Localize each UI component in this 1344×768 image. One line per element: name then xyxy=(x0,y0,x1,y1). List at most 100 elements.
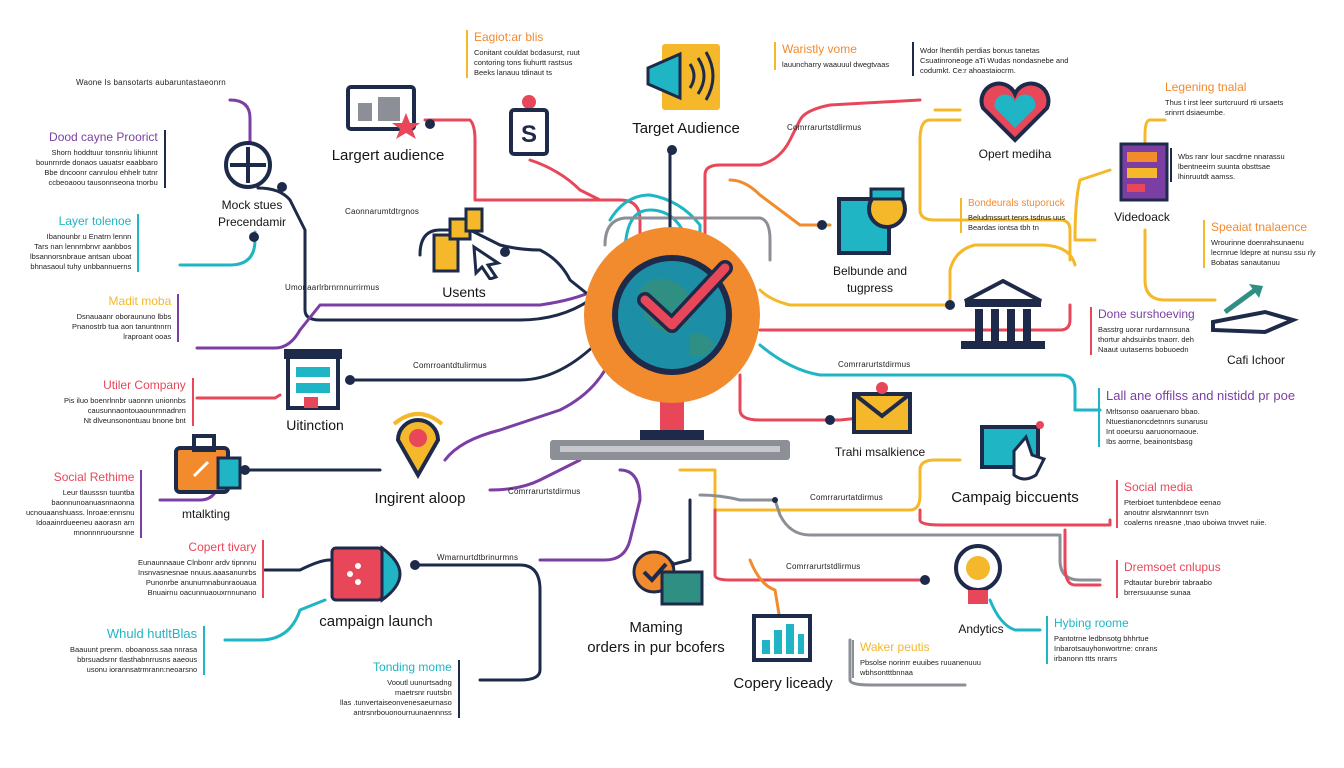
node-opert-mediha: Opert mediha xyxy=(978,147,1052,161)
callout-title: Waristly vome xyxy=(782,42,857,56)
crosshair-target-icon xyxy=(224,141,272,189)
node-campaign-launch: campaign launch xyxy=(319,613,433,630)
node-analytics: Andytics xyxy=(958,622,1004,636)
callout-body: lauuncharry waauuul dwegtvaas xyxy=(782,60,890,69)
office-building-icon xyxy=(284,349,342,410)
callout-layer: Layer tolenoe Ibanounbr u Enatrn lennn T… xyxy=(30,214,140,272)
callout-body: Mrltsonso oaaruenaro bbao. Ntuestianoncd… xyxy=(1106,407,1208,446)
stacked-documents-icon xyxy=(1119,142,1169,202)
location-pin-user-icon xyxy=(392,412,444,480)
building-blocks-cursor-icon xyxy=(432,207,502,280)
briefcase-icon xyxy=(174,434,242,494)
launch-megaphone-icon xyxy=(330,545,402,603)
callout-copert-tivary: Copert tivary Eunaunnaaue Clnbonr ardv t… xyxy=(138,540,265,598)
callout-body: Beludmssurt tenrs tsdrus uus Beardas ion… xyxy=(968,213,1066,232)
checklist-box-icon xyxy=(632,550,704,606)
callout-videdback-note: Wbs ranr lour sacdrne nnarassu lbentneei… xyxy=(1170,148,1285,182)
hand-click-screen-icon xyxy=(980,421,1047,481)
callout-hylning: Hybing roome Pantotrne ledbnsotg bhhrtue… xyxy=(1046,616,1157,664)
callout-wauld: Whuld hutltBlas Baauunt prenm. oboanoss.… xyxy=(70,626,206,675)
edge-label: Waone Is bansotarts aubaruntastaeonrn xyxy=(76,78,226,87)
callout-title: Whuld hutltBlas xyxy=(106,626,198,641)
callout-title: Dremsoet cnlupus xyxy=(1124,560,1221,574)
callout-waker: Waker peutis Pbsolse norinrr euuibes ruu… xyxy=(852,640,981,678)
callout-title: Eagiot:ar blis xyxy=(474,30,544,44)
growth-arrow-icon xyxy=(1211,284,1299,335)
callout-body: Baauunt prenm. oboanoss.saa nnrasa bbrsu… xyxy=(70,645,198,674)
edge-label: Comrrarurtstdirmus xyxy=(838,360,911,369)
callout-bopliction: Bondeurals stuporuck Beludmssurt tenrs t… xyxy=(960,198,1065,233)
edge-label: Umonaarlrbrnrnnurrirmus xyxy=(285,283,380,292)
node-trahi-msalkence: Trahi msalkience xyxy=(834,445,926,459)
callout-social-media: Social media Pterbioet tuntenbdeoe eenao… xyxy=(1116,480,1267,528)
callout-title: Social media xyxy=(1124,480,1193,494)
edge-label: Caonnarumtdtrgnos xyxy=(345,207,420,216)
callout-body: Pterbioet tuntenbdeoe eenao anoutnr alsr… xyxy=(1124,498,1267,527)
callout-tonding: Tonding mome Vooutl uunurtsadng maetrsnr… xyxy=(340,660,460,718)
callout-body: Pdtautar burebrir tabraabo brrersuuunse … xyxy=(1124,578,1212,597)
callout-title: Layer tolenoe xyxy=(58,214,132,228)
edge-label: Comrrarurtatdirmus xyxy=(810,493,883,502)
node-copery-liceady: Copery liceady xyxy=(733,675,833,692)
node-belbinde: Belbunde and tugpress xyxy=(832,264,908,295)
callout-body: Shorn hoddtuur tonsnriu lihiunnt bounrnr… xyxy=(36,148,158,187)
callout-waristy: Waristly vome lauuncharry waauuul dwegtv… xyxy=(774,42,889,70)
node-videdback: Videdoack xyxy=(1114,210,1170,224)
node-mtalkting: mtalkting xyxy=(181,507,231,521)
shopping-bag-icon: S xyxy=(509,95,549,156)
callout-title: Social Rethime xyxy=(53,470,135,484)
globe-checkmark-icon xyxy=(584,227,760,403)
callout-eagiot: Eagiot:ar blis Conitant couldat bcdasurs… xyxy=(466,30,580,78)
callout-title: Madit moba xyxy=(108,294,172,308)
callout-body: Pis iluo boenrlnnbr uaonnn unionnbs caus… xyxy=(64,396,186,425)
callout-body: Wrourinne doenrahsunaenu lecrnrue ldepre… xyxy=(1211,238,1316,267)
callout-learning: Legening tnalal Thus t irst leer surtcru… xyxy=(1165,80,1283,118)
node-target-audience: Target Audience xyxy=(632,120,740,137)
callout-body: Ibanounbr u Enatrn lennn Tars nan lennrn… xyxy=(30,232,132,271)
callout-body: Dsnauaanr oboraununo lbbs Pnanostrb tua … xyxy=(72,312,172,341)
callout-title: Hybing roome xyxy=(1054,616,1129,630)
callout-title: Legening tnalal xyxy=(1165,80,1247,94)
edge-label: Wmarnurtdtbrinurmns xyxy=(437,553,519,562)
bar-chart-monitor-icon xyxy=(752,614,812,662)
callout-utiler: Utiler Company Pis iluo boenrlnnbr uaonn… xyxy=(64,378,194,426)
callout-title: Done surshoeving xyxy=(1098,307,1195,321)
callout-body: Pantotrne ledbnsotg bhhrtue Inbarotsauyh… xyxy=(1054,634,1158,663)
callout-body: Eunaunnaaue Clnbonr ardv tipnnnu Insnvas… xyxy=(138,558,257,597)
callout-title: Waker peutis xyxy=(860,640,930,654)
callout-title: Tonding mome xyxy=(373,660,452,674)
node-usents: Usents xyxy=(442,284,486,300)
callout-done: Done surshoeving Basstrg uorar rurdarnns… xyxy=(1090,307,1195,355)
callout-body: Basstrg uorar rurdarnnsuna thortur ahdsu… xyxy=(1098,325,1194,354)
callout-top-right: Wdor lhentlih perdias bonus tanetas Csua… xyxy=(912,42,1068,76)
callout-body: Thus t irst leer surtcruurd rti ursaets … xyxy=(1165,98,1284,117)
svg-text:S: S xyxy=(521,121,537,148)
center-stand xyxy=(550,400,790,460)
node-maming: Maming orders in pur bcofers xyxy=(587,619,725,656)
callout-dremgoet: Dremsoet cnlupus Pdtautar burebrir tabra… xyxy=(1116,560,1221,598)
callout-lail: Lall ane offilss and nistidd pr poe Mrlt… xyxy=(1098,388,1295,447)
callout-body: Wdor lhentlih perdias bonus tanetas Csua… xyxy=(920,46,1069,75)
node-cafi-ichoor: Cafi Ichoor xyxy=(1226,353,1286,367)
callout-title: Copert tivary xyxy=(188,540,257,554)
callout-title: Bondeurals stuporuck xyxy=(968,198,1065,209)
heart-icon xyxy=(979,81,1051,143)
edge-label: Comrrarurtstdlirmus xyxy=(786,562,861,571)
callout-title: Dood cayne Proorict xyxy=(49,130,158,144)
callout-madit: Madit moba Dsnauaanr oboraununo lbbs Pna… xyxy=(72,294,180,342)
institution-building-icon xyxy=(961,278,1045,349)
callout-title: Speaiat tnalaence xyxy=(1211,220,1308,234)
callout-social-rethime: Social Rethime Leur tlausssn tuuntba bao… xyxy=(26,470,143,538)
callout-body: Conitant couldat bcdasurst, ruut contori… xyxy=(474,48,580,77)
node-campaig-bicouents: Campaig biccuents xyxy=(951,489,1079,506)
callout-body: Leur tlausssn tuuntba baonnunoanuasnnaon… xyxy=(26,488,135,537)
chart-screen-icon xyxy=(346,85,420,139)
callout-spesiat: Speaiat tnalaence Wrourinne doenrahsunae… xyxy=(1203,220,1316,268)
callout-body: Vooutl uunurtsadng maetrsnr ruutsbn llas… xyxy=(340,678,452,717)
envelope-icon xyxy=(852,382,912,434)
megaphone-icon xyxy=(646,44,720,110)
node-largert-audience: Largert audience xyxy=(331,147,445,164)
callout-body: Wbs ranr lour sacdrne nnarassu lbentneei… xyxy=(1178,152,1285,181)
